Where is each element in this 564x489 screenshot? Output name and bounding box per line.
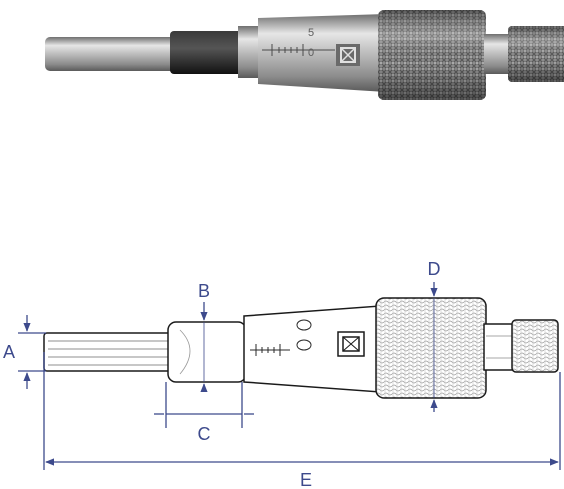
label-e: E — [300, 470, 312, 489]
thimble-mark-5: 5 — [308, 27, 314, 39]
brand-logo-icon — [336, 44, 360, 66]
ratchet-shaft — [484, 34, 512, 74]
drawing-ratchet-shaft — [483, 323, 515, 371]
thimble — [258, 14, 385, 92]
clamp-sleeve — [170, 31, 244, 74]
thimble-mark-0: 0 — [308, 47, 314, 59]
drawing-sleeve — [167, 321, 247, 383]
dimension-c — [154, 382, 254, 428]
drawing-ratchet-knob — [511, 319, 559, 373]
label-b: B — [198, 281, 210, 301]
label-c: C — [198, 424, 211, 444]
label-d: D — [428, 259, 441, 279]
dimension-lines — [18, 282, 561, 470]
drawing-knurled-grip — [375, 297, 487, 399]
micrometer-drawing — [43, 297, 559, 399]
thimble-graduations — [262, 44, 335, 56]
spindle — [45, 37, 175, 71]
micrometer-photo: 5 0 — [45, 10, 564, 100]
drawing-logo-icon — [337, 331, 365, 357]
dimension-e — [43, 352, 561, 470]
dimension-a — [18, 315, 46, 389]
label-a: A — [3, 342, 15, 362]
